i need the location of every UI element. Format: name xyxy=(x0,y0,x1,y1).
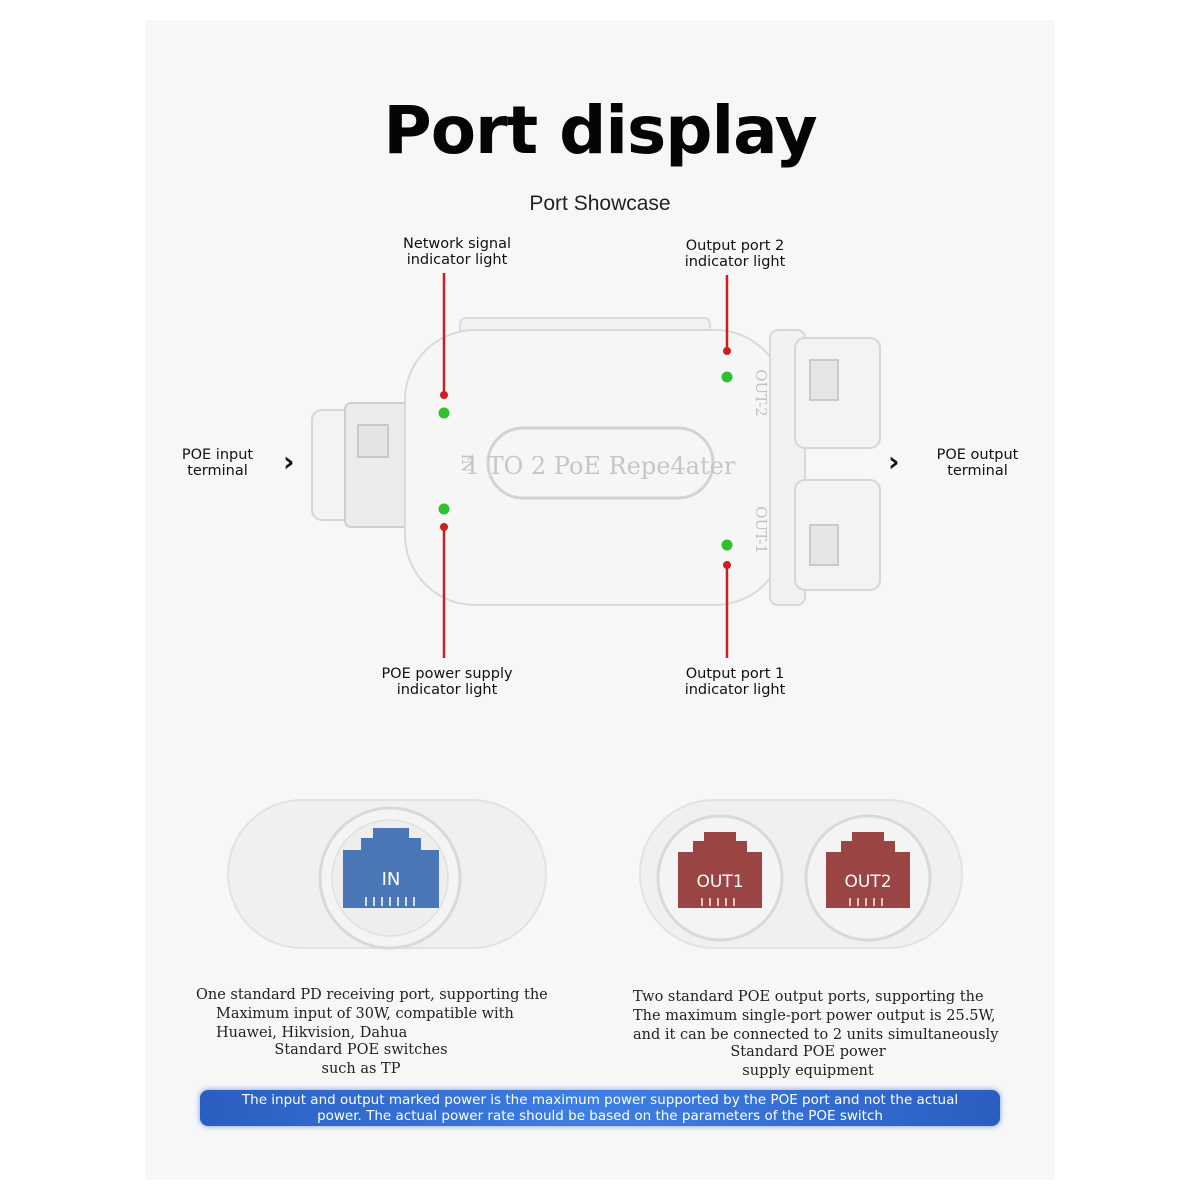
callout-output-port-2: Output port 2 indicator light xyxy=(684,238,786,270)
out1-port-label: OUT1 xyxy=(696,872,743,892)
device-brand-text: 1 TO 2 PoE Repe4ater xyxy=(465,452,736,480)
chevron-right-icon: › xyxy=(888,445,900,478)
output-connector-2 xyxy=(794,337,881,449)
output-port-1-led xyxy=(721,539,733,551)
poe-power-led xyxy=(438,503,450,515)
output-port-description: Two standard POE output ports, supportin… xyxy=(633,989,999,1079)
input-connector xyxy=(311,402,418,528)
device-out1-side-label: OUT-1 xyxy=(752,506,770,554)
page-subtitle: Port Showcase xyxy=(529,192,671,215)
ethernet-out1-port-icon xyxy=(678,832,762,908)
callout-output-port-1: Output port 1 indicator light xyxy=(684,666,786,698)
notice-text: The input and output marked power is the… xyxy=(241,1092,959,1124)
in-port-label: IN xyxy=(382,869,401,890)
pointer-dots xyxy=(440,347,731,569)
output-ports-closeup: OUT1 OUT2 xyxy=(639,799,963,949)
ethernet-out2-port-icon xyxy=(826,832,910,908)
callout-poe-input: POE input terminal xyxy=(181,447,254,479)
ethernet-in-port-icon xyxy=(343,828,439,908)
page-title: Port display xyxy=(383,92,817,169)
input-port-description: One standard PD receiving port, supporti… xyxy=(196,987,548,1077)
network-signal-led xyxy=(438,407,450,419)
chevron-right-icon: › xyxy=(283,445,295,478)
input-port-closeup: IN xyxy=(227,799,547,950)
output-port-2-led xyxy=(721,371,733,383)
device-out2-side-label: OUT-2 xyxy=(752,369,770,417)
device-body: 1 TO 2 PoE Repe4ater IN OUT-2 OUT-1 xyxy=(404,317,806,606)
pointer-lines xyxy=(442,273,729,658)
callout-poe-power: POE power supply indicator light xyxy=(381,666,513,698)
output-connector-1 xyxy=(794,479,881,591)
callout-poe-output: POE output terminal xyxy=(936,447,1019,479)
notice-bar xyxy=(200,1090,1000,1126)
out2-port-label: OUT2 xyxy=(844,872,891,892)
callout-network-signal: Network signal indicator light xyxy=(402,236,512,268)
device-in-label: IN xyxy=(458,453,476,472)
